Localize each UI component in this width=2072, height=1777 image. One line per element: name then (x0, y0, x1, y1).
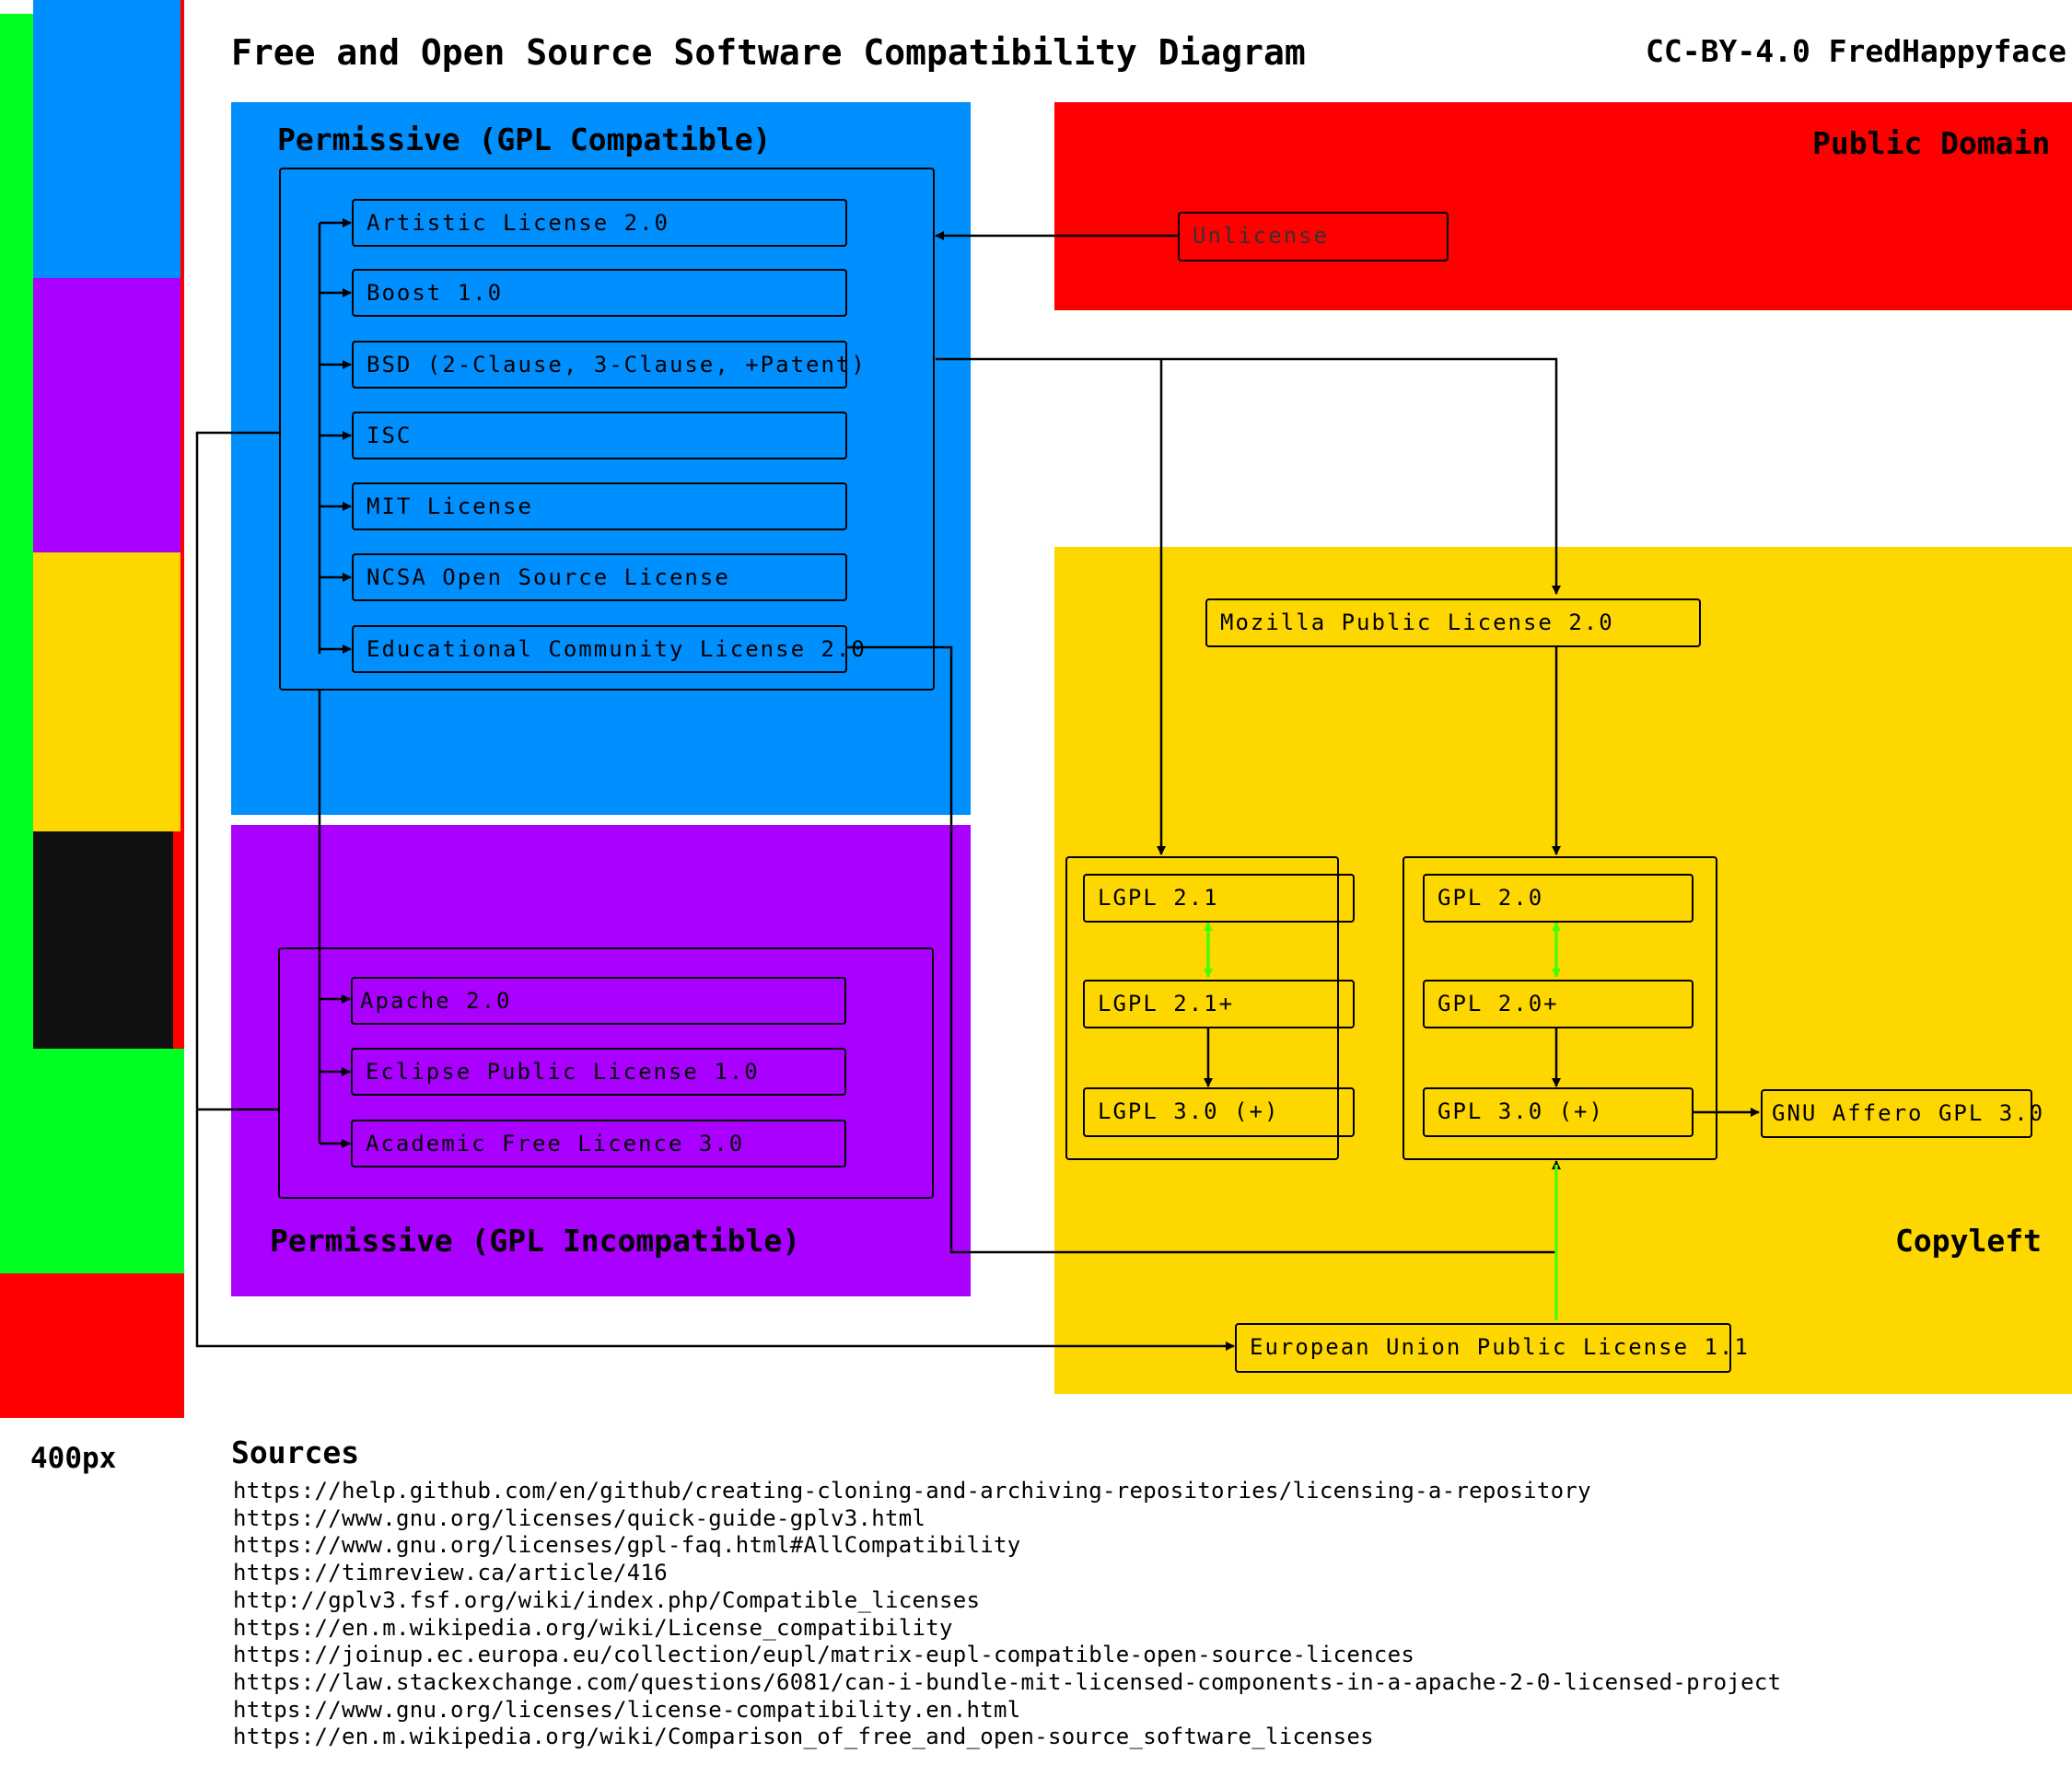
attribution: CC-BY-4.0 FredHappyface (1646, 33, 2066, 69)
sources-heading: Sources (231, 1434, 360, 1470)
license-isc[interactable]: ISC (352, 412, 847, 459)
license-afl[interactable]: Academic Free Licence 3.0 (351, 1120, 846, 1167)
group-box-lgpl (1065, 856, 1339, 1160)
region-title-copyleft: Copyleft (1895, 1223, 2042, 1259)
source-link[interactable]: https://en.m.wikipedia.org/wiki/License_… (233, 1614, 953, 1641)
license-unlicense[interactable]: Unlicense (1178, 212, 1449, 261)
legend-strip-yellow (33, 552, 180, 831)
page-title: Free and Open Source Software Compatibil… (231, 32, 1306, 73)
legend-strip-green-bottom (33, 1049, 184, 1273)
license-boost[interactable]: Boost 1.0 (352, 269, 847, 317)
legend-size-label: 400px (30, 1442, 117, 1475)
license-bsd[interactable]: BSD (2-Clause, 3-Clause, +Patent) (352, 341, 865, 389)
group-box-permissive-compatible (279, 168, 935, 691)
arrow-permissive-to-lgpl-mpl (936, 357, 1561, 595)
license-ecl[interactable]: Educational Community License 2.0 (352, 625, 865, 673)
sources-list: https://help.github.com/en/github/creati… (233, 1478, 1781, 1751)
license-lgpl21[interactable]: LGPL 2.1 (1083, 874, 1355, 923)
region-title-permissive-compatible: Permissive (GPL Compatible) (277, 122, 772, 157)
license-gpl20plus[interactable]: GPL 2.0+ (1423, 980, 1694, 1028)
source-link[interactable]: https://www.gnu.org/licenses/quick-guide… (233, 1504, 926, 1531)
group-box-gpl (1403, 856, 1717, 1160)
license-agpl[interactable]: GNU Affero GPL 3.0 (1761, 1089, 2043, 1138)
license-mit[interactable]: MIT License (352, 482, 847, 530)
source-link[interactable]: https://law.stackexchange.com/questions/… (233, 1668, 1782, 1695)
license-epl[interactable]: Eclipse Public License 1.0 (351, 1048, 846, 1096)
legend-strip-black (33, 831, 173, 1049)
license-gpl30[interactable]: GPL 3.0 (+) (1423, 1087, 1694, 1137)
source-link[interactable]: https://timreview.ca/article/416 (233, 1560, 668, 1586)
legend-strip-red-bottom (0, 1273, 184, 1418)
region-public-domain (1054, 102, 2072, 310)
license-gpl20[interactable]: GPL 2.0 (1423, 874, 1694, 923)
legend-strip-green-left (0, 14, 33, 1273)
source-link[interactable]: https://www.gnu.org/licenses/gpl-faq.htm… (233, 1532, 1021, 1559)
legend-strip-blue (33, 0, 180, 278)
license-lgpl21plus[interactable]: LGPL 2.1+ (1083, 980, 1355, 1028)
source-link[interactable]: https://joinup.ec.europa.eu/collection/e… (233, 1642, 1415, 1668)
legend-strip-purple (33, 278, 180, 552)
region-permissive-incompatible (231, 825, 971, 1296)
license-ncsa[interactable]: NCSA Open Source License (352, 553, 847, 601)
region-title-public-domain: Public Domain (1812, 125, 2051, 161)
license-apache[interactable]: Apache 2.0 (351, 977, 846, 1025)
region-title-permissive-incompatible: Permissive (GPL Incompatible) (270, 1223, 801, 1259)
legend-strip-red-border (180, 0, 184, 1418)
license-artistic[interactable]: Artistic License 2.0 (352, 199, 847, 247)
source-link[interactable]: https://help.github.com/en/github/creati… (233, 1478, 1591, 1504)
link-groups-to-eupl (195, 431, 1235, 1351)
source-link[interactable]: https://www.gnu.org/licenses/license-com… (233, 1696, 1021, 1723)
license-eupl[interactable]: European Union Public License 1.1 (1235, 1323, 1748, 1373)
group-box-permissive-incompatible (278, 947, 934, 1199)
license-lgpl30[interactable]: LGPL 3.0 (+) (1083, 1087, 1355, 1137)
source-link[interactable]: http://gplv3.fsf.org/wiki/index.php/Comp… (233, 1586, 981, 1613)
link-ecl-to-gpl (847, 645, 1556, 1254)
license-mpl[interactable]: Mozilla Public License 2.0 (1205, 598, 1701, 647)
legend-strip-black-edge (173, 831, 180, 1049)
source-link[interactable]: https://en.m.wikipedia.org/wiki/Comparis… (233, 1724, 1374, 1750)
